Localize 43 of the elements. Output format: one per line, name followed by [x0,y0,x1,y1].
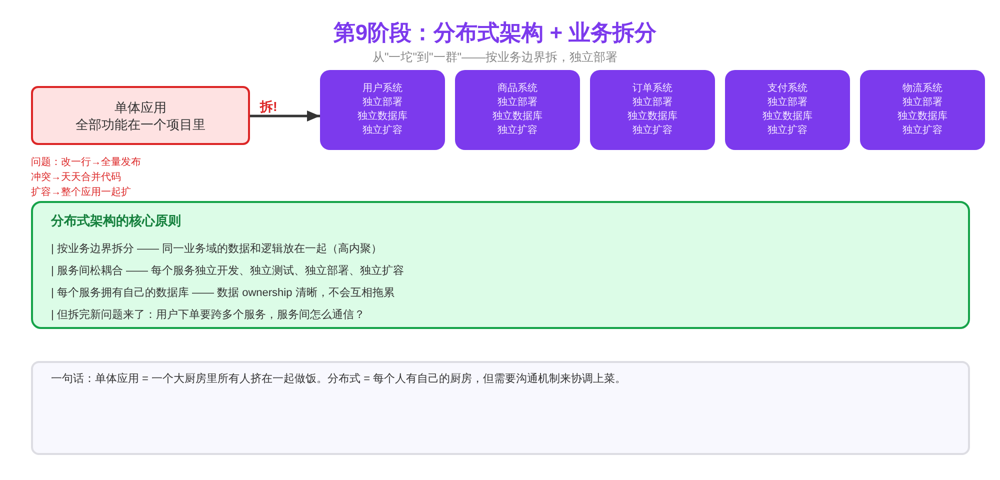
box-text: 独立数据库 [358,110,408,124]
info-panel [31,201,970,329]
box-text: 独立数据库 [762,110,812,124]
title: 第9阶段：分布式架构 + 业务拆分 [333,19,657,47]
service-box [860,70,985,150]
note-text: 冲突→天天合并代码 [31,170,121,185]
box-text: 独立数据库 [492,110,542,124]
edge-label: 拆! [260,100,278,114]
box-title: 用户系统 [362,82,402,96]
list-item: | 但拆完新问题来了：用户下单要跨多个服务，服务间怎么通信？ [51,308,365,323]
box-title: 物流系统 [902,82,942,96]
box-text: 独立扩容 [902,124,942,138]
panel-heading: 分布式架构的核心原则 [51,213,181,229]
box-text: 独立扩容 [498,124,538,138]
box-text: 独立数据库 [898,110,948,124]
list-item: | 按业务边界拆分 —— 同一业务域的数据和逻辑放在一起（高内聚） [51,242,382,257]
subtitle: 从"一坨"到"一群"——按业务边界拆，独立部署 [372,50,618,65]
service-box [320,70,445,150]
list-item: | 每个服务拥有自己的数据库 —— 数据 ownership 清晰，不会互相拖累 [51,286,394,301]
box-text: 全部功能在一个项目里 [76,116,206,132]
app-box [31,86,250,145]
box-title: 单体应用 [114,98,166,116]
box-text: 独立部署 [902,96,942,110]
arrow [250,110,320,122]
service-box [455,70,580,150]
list-item: | 服务间松耦合 —— 每个服务独立开发、独立测试、独立部署、独立扩容 [51,264,404,279]
box-text: 独立扩容 [632,124,672,138]
note-panel [31,361,970,455]
box-title: 订单系统 [632,82,672,96]
box-text: 独立部署 [632,96,672,110]
box-text: 独立数据库 [628,110,678,124]
service-box [590,70,715,150]
note-text: 问题：改一行→全量发布 [31,156,141,170]
note-text: 扩容→整个应用一起扩 [31,186,131,200]
box-title: 商品系统 [498,82,538,96]
box-title: 支付系统 [768,82,808,96]
box-text: 独立扩容 [768,124,808,138]
box-text: 独立部署 [498,96,538,110]
note-text: 一句话：单体应用 = 一个大厨房里所有人挤在一起做饭。分布式 = 每个人有自己的厨房，但需要沟通机制来协调上菜。 [51,372,626,387]
box-text: 独立扩容 [362,124,402,138]
service-box [725,70,850,150]
box-text: 独立部署 [362,96,402,110]
box-text: 独立部署 [768,96,808,110]
